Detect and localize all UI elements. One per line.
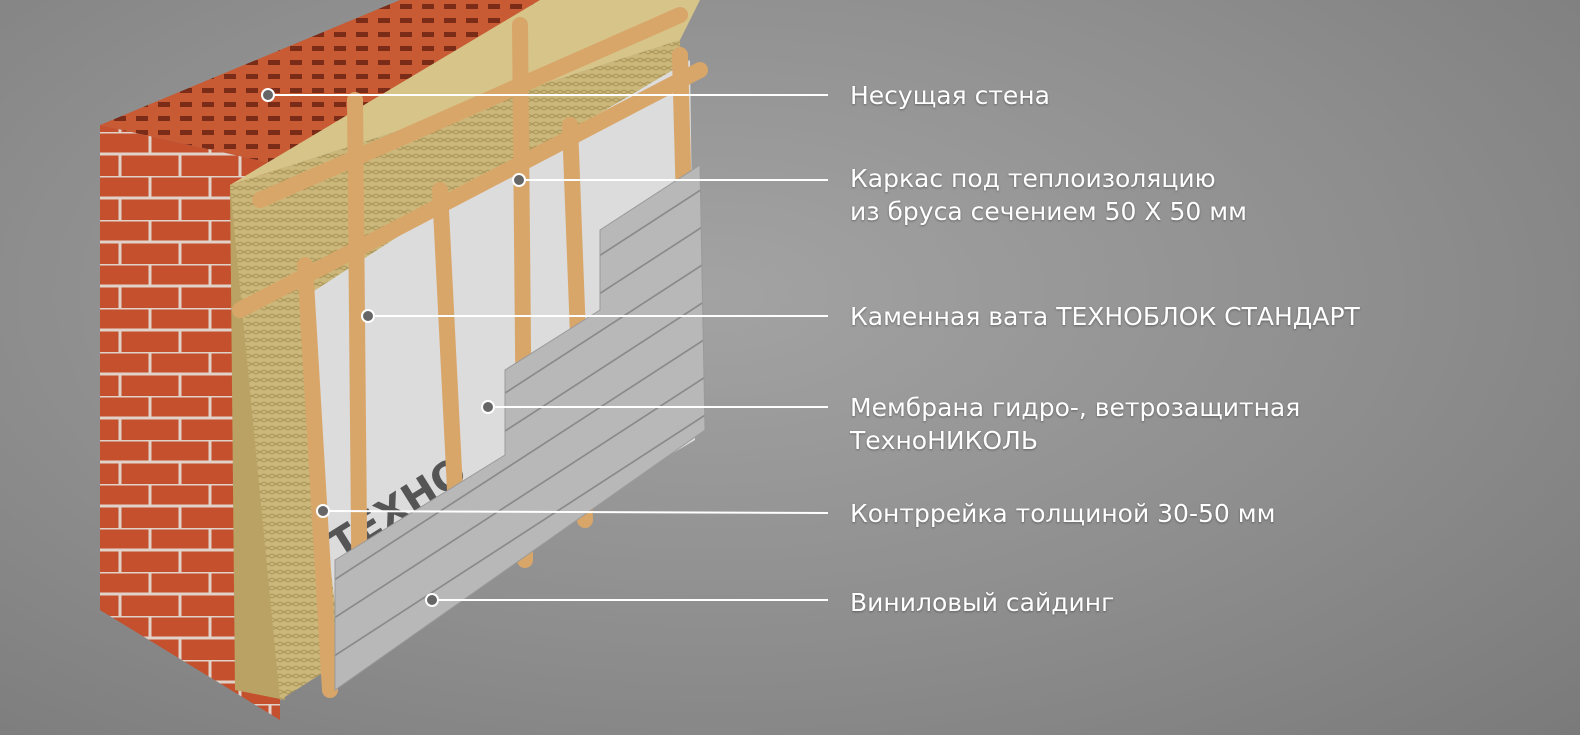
- label-counter-batten: Контррейка толщиной 30-50 мм: [850, 497, 1275, 530]
- membrane: [300, 60, 695, 650]
- label-vinyl-siding: Виниловый сайдинг: [850, 586, 1114, 619]
- label-line: Мембрана гидро-, ветрозащитная: [850, 393, 1301, 422]
- brick-wall-top: [100, 0, 580, 165]
- label-line: Виниловый сайдинг: [850, 588, 1115, 617]
- label-stone-wool: Каменная вата ТЕХНОБЛОК СТАНДАРТ: [850, 300, 1360, 333]
- label-line: из бруса сечением 50 Х 50 мм: [850, 197, 1247, 226]
- leader-lines: [261, 88, 829, 607]
- label-frame: Каркас под теплоизоляцию из бруса сечение…: [850, 162, 1247, 228]
- label-line: ТехноНИКОЛЬ: [850, 426, 1038, 455]
- label-line: Каркас под теплоизоляцию: [850, 164, 1216, 193]
- vinyl-siding: [334, 164, 706, 691]
- label-line: Несущая стена: [850, 81, 1050, 110]
- label-line: Контррейка толщиной 30-50 мм: [850, 499, 1276, 528]
- label-load-bearing-wall: Несущая стена: [850, 79, 1050, 112]
- label-line: Каменная вата ТЕХНОБЛОК СТАНДАРТ: [850, 302, 1360, 331]
